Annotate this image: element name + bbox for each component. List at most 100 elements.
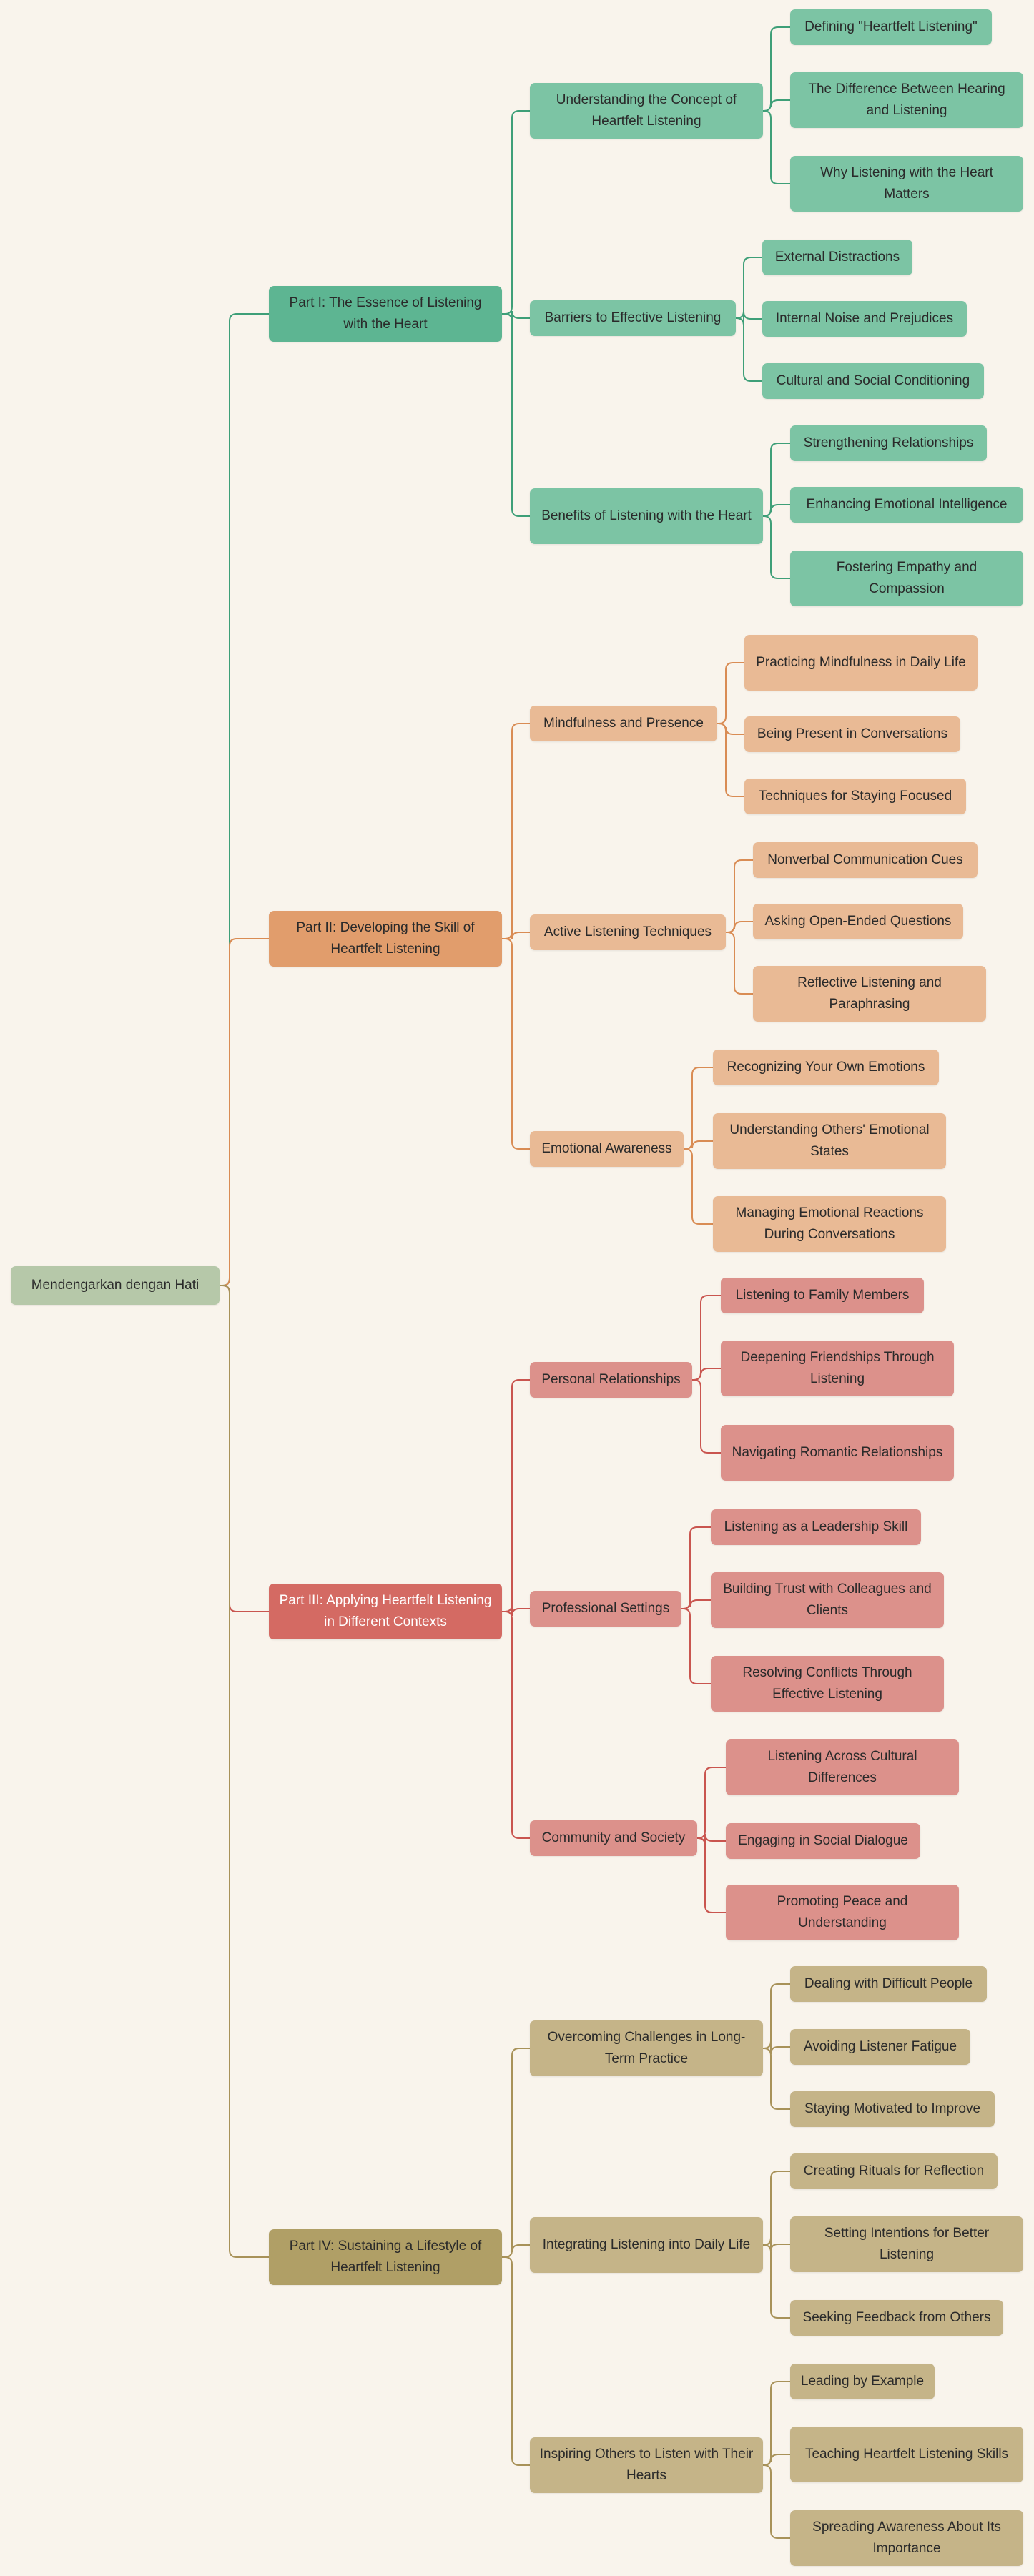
- edge-topic-4-3-to-leaf-2: [763, 2454, 790, 2466]
- leaf-node-dealing-with-difficult-people: Dealing with Difficult People: [790, 1966, 987, 2002]
- edge-part-4-to-topic-1: [502, 2048, 530, 2258]
- edge-topic-3-1-to-leaf-2: [692, 1368, 721, 1381]
- topic-node-benefits-of-listening-with-the-heart: Benefits of Listening with the Heart: [530, 488, 763, 544]
- edge-topic-4-2-to-leaf-1: [763, 2171, 790, 2246]
- topic-node-understanding-the-concept-of-heartfelt-listening: Understanding the Concept of Heartfelt L…: [530, 83, 763, 139]
- edge-topic-1-2-to-leaf-1: [736, 257, 762, 319]
- edge-part-3-to-topic-2: [502, 1604, 530, 1617]
- topic-node-personal-relationships: Personal Relationships: [530, 1362, 692, 1398]
- part-node-1: Part I: The Essence of Listening with th…: [269, 286, 502, 342]
- edge-topic-2-3-to-leaf-1: [684, 1067, 713, 1150]
- leaf-node-seeking-feedback-from-others: Seeking Feedback from Others: [790, 2300, 1003, 2336]
- edge-root-to-part-2: [220, 938, 269, 1286]
- leaf-node-listening-across-cultural-differences: Listening Across Cultural Differences: [726, 1739, 959, 1795]
- edge-topic-1-3-to-leaf-2: [763, 504, 790, 517]
- leaf-node-managing-emotional-reactions-during-conversation: Managing Emotional Reactions During Conv…: [713, 1196, 946, 1252]
- leaf-node-cultural-and-social-conditioning: Cultural and Social Conditioning: [762, 363, 984, 399]
- edge-part-4-to-topic-3: [502, 2256, 530, 2466]
- edge-root-to-part-3: [220, 1285, 269, 1612]
- leaf-node-why-listening-with-the-heart-matters: Why Listening with the Heart Matters: [790, 156, 1023, 212]
- topic-node-inspiring-others-to-listen-with-their-hearts: Inspiring Others to Listen with Their He…: [530, 2437, 763, 2493]
- edge-topic-4-2-to-leaf-2: [763, 2237, 790, 2252]
- leaf-node-listening-to-family-members: Listening to Family Members: [721, 1278, 924, 1313]
- topic-node-emotional-awareness: Emotional Awareness: [530, 1131, 684, 1167]
- leaf-node-reflective-listening-and-paraphrasing: Reflective Listening and Paraphrasing: [753, 966, 986, 1022]
- leaf-node-being-present-in-conversations: Being Present in Conversations: [744, 716, 960, 752]
- leaf-node-nonverbal-communication-cues: Nonverbal Communication Cues: [753, 842, 978, 878]
- leaf-node-promoting-peace-and-understanding: Promoting Peace and Understanding: [726, 1885, 959, 1940]
- leaf-node-the-difference-between-hearing-and-listening: The Difference Between Hearing and Liste…: [790, 72, 1023, 128]
- part-node-4: Part IV: Sustaining a Lifestyle of Heart…: [269, 2229, 502, 2285]
- leaf-node-creating-rituals-for-reflection: Creating Rituals for Reflection: [790, 2153, 998, 2189]
- edge-topic-3-1-to-leaf-1: [692, 1295, 721, 1381]
- leaf-node-navigating-romantic-relationships: Navigating Romantic Relationships: [721, 1425, 954, 1481]
- edge-topic-2-3-to-leaf-2: [684, 1140, 713, 1150]
- leaf-node-deepening-friendships-through-listening: Deepening Friendships Through Listening: [721, 1341, 954, 1396]
- edge-topic-3-3-to-leaf-1: [697, 1767, 726, 1839]
- edge-root-to-part-1: [220, 313, 269, 1286]
- topic-node-integrating-listening-into-daily-life: Integrating Listening into Daily Life: [530, 2217, 763, 2273]
- leaf-node-building-trust-with-colleagues-and-clients: Building Trust with Colleagues and Clien…: [711, 1572, 944, 1628]
- edge-topic-2-1-to-leaf-3: [717, 723, 744, 797]
- edge-part-1-to-topic-1: [502, 110, 530, 315]
- edge-topic-2-1-to-leaf-1: [717, 662, 744, 724]
- edge-topic-1-3-to-leaf-3: [763, 515, 790, 579]
- edge-part-1-to-topic-3: [502, 313, 530, 517]
- leaf-node-listening-as-a-leadership-skill: Listening as a Leadership Skill: [711, 1509, 921, 1545]
- edge-part-2-to-topic-1: [502, 723, 530, 939]
- edge-topic-2-3-to-leaf-3: [684, 1148, 713, 1225]
- edge-topic-3-2-to-leaf-1: [681, 1526, 711, 1609]
- edge-topic-4-1-to-leaf-2: [763, 2040, 790, 2055]
- edge-part-2-to-topic-3: [502, 938, 530, 1150]
- edge-topic-3-2-to-leaf-2: [681, 1599, 711, 1609]
- leaf-node-understanding-others-emotional-states: Understanding Others' Emotional States: [713, 1113, 946, 1169]
- edge-part-1-to-topic-2: [502, 310, 530, 322]
- leaf-node-defining-heartfelt-listening: Defining "Heartfelt Listening": [790, 9, 992, 45]
- edge-topic-1-2-to-leaf-3: [736, 317, 762, 382]
- edge-topic-1-1-to-leaf-3: [763, 110, 790, 184]
- leaf-node-setting-intentions-for-better-listening: Setting Intentions for Better Listening: [790, 2216, 1023, 2272]
- edge-topic-4-1-to-leaf-3: [763, 2048, 790, 2110]
- topic-node-community-and-society: Community and Society: [530, 1820, 697, 1856]
- leaf-node-teaching-heartfelt-listening-skills: Teaching Heartfelt Listening Skills: [790, 2427, 1023, 2482]
- root-node: Mendengarkan dengan Hati: [11, 1266, 220, 1305]
- edge-part-3-to-topic-1: [502, 1379, 530, 1612]
- edge-part-4-to-topic-2: [502, 2244, 530, 2258]
- edge-topic-3-1-to-leaf-3: [692, 1379, 721, 1454]
- leaf-node-enhancing-emotional-intelligence: Enhancing Emotional Intelligence: [790, 487, 1023, 523]
- topic-node-overcoming-challenges-in-long-term-practice: Overcoming Challenges in Long-Term Pract…: [530, 2020, 763, 2076]
- leaf-node-asking-open-ended-questions: Asking Open-Ended Questions: [753, 904, 963, 939]
- edge-topic-2-2-to-leaf-3: [726, 932, 753, 995]
- leaf-node-practicing-mindfulness-in-daily-life: Practicing Mindfulness in Daily Life: [744, 635, 978, 691]
- leaf-node-strengthening-relationships: Strengthening Relationships: [790, 425, 987, 461]
- leaf-node-leading-by-example: Leading by Example: [790, 2364, 935, 2399]
- leaf-node-internal-noise-and-prejudices: Internal Noise and Prejudices: [762, 301, 967, 337]
- leaf-node-avoiding-listener-fatigue: Avoiding Listener Fatigue: [790, 2029, 970, 2065]
- edge-topic-2-2-to-leaf-2: [726, 921, 753, 933]
- edge-topic-1-1-to-leaf-2: [763, 99, 790, 112]
- topic-node-barriers-to-effective-listening: Barriers to Effective Listening: [530, 300, 736, 336]
- edge-part-2-to-topic-2: [502, 931, 530, 940]
- edge-topic-2-1-to-leaf-2: [717, 723, 744, 735]
- edge-topic-3-3-to-leaf-3: [697, 1837, 726, 1913]
- leaf-node-spreading-awareness-about-its-importance: Spreading Awareness About Its Importance: [790, 2510, 1023, 2566]
- leaf-node-recognizing-your-own-emotions: Recognizing Your Own Emotions: [713, 1050, 939, 1085]
- part-node-2: Part II: Developing the Skill of Heartfe…: [269, 911, 502, 967]
- topic-node-active-listening-techniques: Active Listening Techniques: [530, 914, 726, 950]
- leaf-node-engaging-in-social-dialogue: Engaging in Social Dialogue: [726, 1823, 920, 1859]
- edge-topic-4-3-to-leaf-1: [763, 2381, 790, 2466]
- leaf-node-techniques-for-staying-focused: Techniques for Staying Focused: [744, 779, 966, 814]
- topic-node-mindfulness-and-presence: Mindfulness and Presence: [530, 706, 717, 741]
- leaf-node-external-distractions: External Distractions: [762, 240, 912, 275]
- leaf-node-resolving-conflicts-through-effective-listening: Resolving Conflicts Through Effective Li…: [711, 1656, 944, 1712]
- leaf-node-staying-motivated-to-improve: Staying Motivated to Improve: [790, 2091, 995, 2127]
- edge-root-to-part-4: [220, 1285, 269, 2258]
- edge-topic-4-2-to-leaf-3: [763, 2244, 790, 2319]
- edge-part-3-to-topic-3: [502, 1611, 530, 1839]
- part-node-3: Part III: Applying Heartfelt Listening i…: [269, 1584, 502, 1639]
- edge-topic-1-1-to-leaf-1: [763, 26, 790, 112]
- edge-topic-4-1-to-leaf-1: [763, 1983, 790, 2049]
- topic-node-professional-settings: Professional Settings: [530, 1591, 681, 1627]
